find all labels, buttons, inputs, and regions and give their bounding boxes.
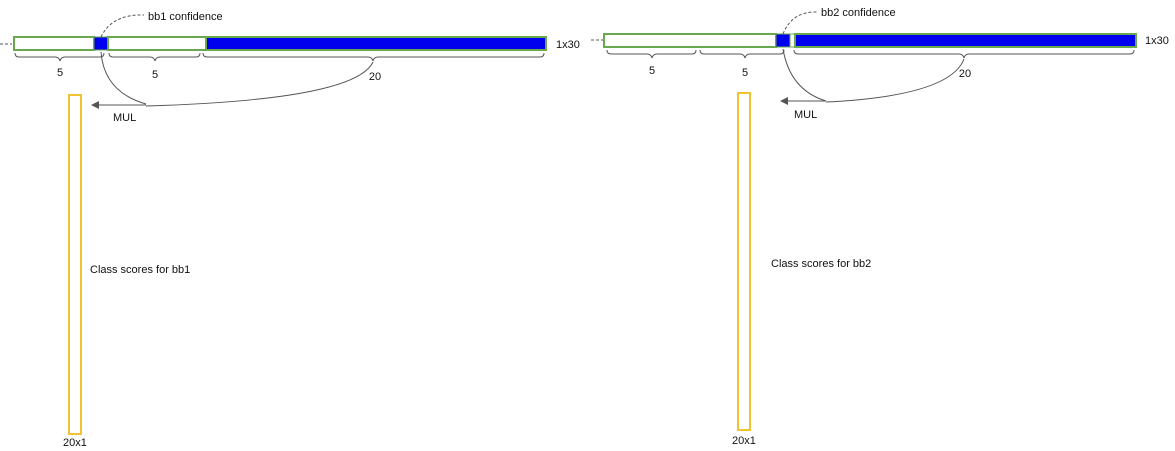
confidence-cell xyxy=(775,33,791,48)
class-probabilities-segment xyxy=(794,33,1137,48)
column-size-label: 20x1 xyxy=(63,437,87,449)
class-scores-label: Class scores for bb1 xyxy=(90,264,190,276)
vector-segment-box2 xyxy=(107,36,207,51)
panel-bb1: 5 5 20 1x30 bb1 confidence MUL Class sco… xyxy=(0,11,580,449)
confidence-label: bb1 confidence xyxy=(148,11,223,23)
vector-segment-box1 xyxy=(13,36,95,51)
confidence-callout-line xyxy=(782,11,819,35)
vector-segment-box1 xyxy=(603,33,777,48)
mul-label: MUL xyxy=(794,109,817,121)
segment-label-1: 5 xyxy=(649,65,655,77)
confidence-callout-line xyxy=(100,14,145,38)
segment-label-3: 20 xyxy=(369,71,381,83)
segment-label-2: 5 xyxy=(742,67,748,79)
confidence-to-mul-line xyxy=(100,51,147,105)
brace-segment-3 xyxy=(793,49,1135,59)
class-probs-to-mul-line xyxy=(825,58,965,103)
mul-label: MUL xyxy=(113,112,136,124)
class-probabilities-segment xyxy=(205,36,547,51)
column-size-label: 20x1 xyxy=(732,435,756,447)
class-scores-label: Class scores for bb2 xyxy=(771,258,871,270)
segment-label-2: 5 xyxy=(152,69,158,81)
class-scores-column xyxy=(68,94,82,435)
segment-label-1: 5 xyxy=(57,67,63,79)
panel-bb2: 5 5 20 1x30 bb2 confidence MUL Class sco… xyxy=(591,7,1169,447)
class-scores-column xyxy=(737,92,751,431)
confidence-cell xyxy=(93,36,109,51)
vector-size-label: 1x30 xyxy=(1145,35,1169,47)
brace-segment-2 xyxy=(108,52,201,62)
brace-segment-1 xyxy=(606,49,697,59)
class-probs-to-mul-line xyxy=(145,61,374,107)
confidence-to-mul-line xyxy=(782,48,827,102)
confidence-label: bb2 confidence xyxy=(821,7,896,19)
brace-segment-1 xyxy=(14,52,105,62)
brace-segment-2 xyxy=(699,49,785,59)
output-vector xyxy=(13,36,547,51)
output-vector xyxy=(603,33,1137,48)
brace-segment-3 xyxy=(202,52,545,62)
vector-size-label: 1x30 xyxy=(556,39,580,51)
segment-label-3: 20 xyxy=(959,68,971,80)
